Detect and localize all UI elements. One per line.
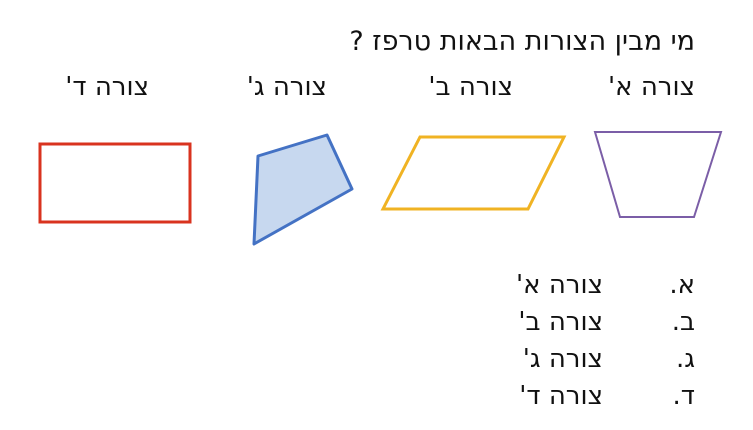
shape-label-b: צורה ב': [428, 72, 513, 102]
answer-text: צורה ג': [522, 343, 603, 374]
shape-d-rectangle: [38, 142, 192, 224]
shape-label-c: צורה ג': [246, 72, 327, 102]
question-title: מי מבין הצורות הבאות טרפז ?: [349, 26, 695, 57]
shape-label-a: צורה א': [608, 72, 695, 102]
shape-label-d: צורה ד': [65, 72, 149, 102]
answer-text: צורה א': [516, 269, 603, 300]
answer-text: צורה ב': [518, 306, 603, 337]
answer-text: צורה ד': [519, 380, 603, 411]
shape-a-trapezoid: [593, 131, 723, 218]
answer-letter: א.: [669, 269, 695, 300]
answer-letter: ד.: [672, 380, 695, 411]
answer-letter: ג.: [676, 343, 695, 374]
answer-option-a[interactable]: א. צורה א': [516, 266, 695, 303]
shape-c-quadrilateral: [252, 133, 354, 246]
answer-option-c[interactable]: ג. צורה ג': [516, 340, 695, 377]
answer-letter: ב.: [671, 306, 695, 337]
answer-option-d[interactable]: ד. צורה ד': [516, 377, 695, 414]
answer-option-b[interactable]: ב. צורה ב': [516, 303, 695, 340]
answer-options: א. צורה א' ב. צורה ב' ג. צורה ג' ד. צורה…: [516, 266, 695, 414]
shape-b-parallelogram: [380, 135, 567, 211]
